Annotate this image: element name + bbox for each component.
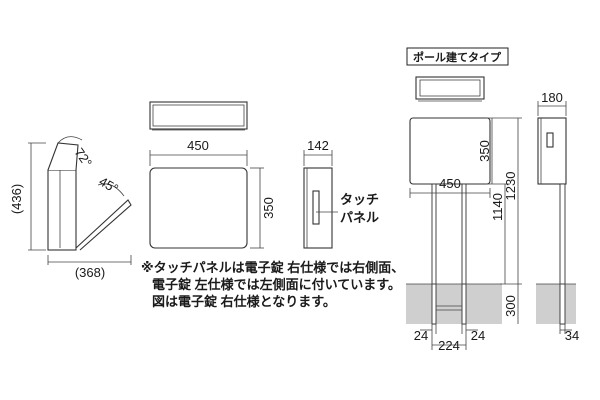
note-line-1: ※タッチパネルは電子錠 右仕様では右側面、	[141, 260, 404, 275]
pole-height-1140-dim: 1140	[490, 193, 505, 221]
pole-box-width-dim: 450	[439, 176, 461, 191]
front-width-dim: 450	[187, 138, 209, 153]
touch-panel-label-2: パネル	[340, 210, 379, 225]
front-view	[149, 150, 264, 249]
pole-type-title: ポール建てタイプ	[413, 50, 502, 64]
pole-box-height-dim: 350	[477, 140, 492, 162]
pole-span-dim: 224	[438, 338, 460, 353]
front-height-dim: 350	[261, 197, 276, 219]
pole-ground-dim: 300	[503, 295, 518, 317]
side-view-touch-panel	[303, 150, 338, 249]
angle-flap-dim: 45°	[97, 174, 122, 197]
side-width-dim: (368)	[75, 265, 105, 280]
note-line-3: 図は電子錠 右仕様となります。	[152, 294, 336, 309]
top-view	[149, 101, 248, 131]
side-view-open	[28, 136, 132, 265]
pole-left-offset-dim: 24	[414, 328, 428, 343]
pole-height-1230-dim: 1230	[503, 172, 518, 201]
pole-front-view	[406, 76, 522, 350]
pole-side-base-dim: 34	[565, 328, 579, 343]
pole-side-depth-dim: 180	[541, 90, 563, 105]
note-line-2: 電子錠 左仕様では左側面に付いています。	[152, 277, 401, 292]
touch-panel-label-1: タッチ	[340, 192, 379, 207]
pole-side-view	[536, 101, 576, 334]
side-height-dim: (436)	[9, 184, 24, 214]
pole-right-offset-dim: 24	[471, 328, 485, 343]
pole-type-badge	[406, 47, 509, 66]
side-depth-dim: 142	[307, 138, 329, 153]
